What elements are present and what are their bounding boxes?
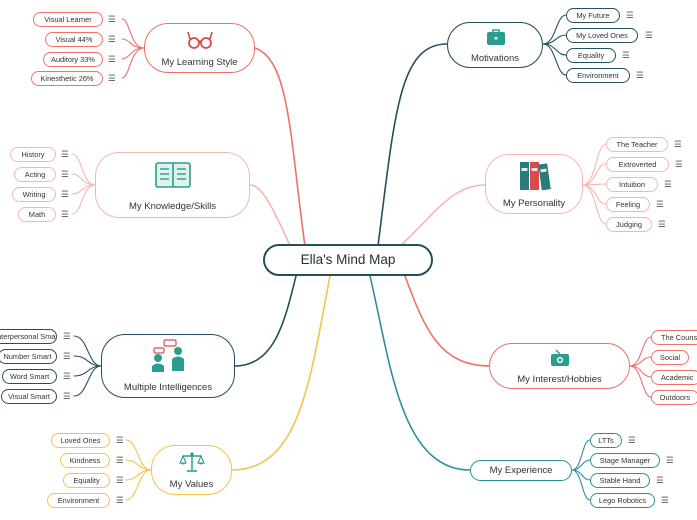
leaf-social[interactable]: Social	[651, 350, 689, 365]
leaf-equality[interactable]: Equality	[566, 48, 616, 63]
connector-intelligences	[234, 275, 297, 367]
menu-icon[interactable]: ☰	[645, 30, 653, 40]
branch-my-experience[interactable]: My Experience	[470, 460, 572, 481]
branch-my-personality[interactable]: My Personality	[485, 154, 583, 214]
leaf-interpersonal-smart[interactable]: Interpersonal Smart	[0, 329, 57, 344]
briefcase-icon	[487, 29, 505, 45]
leaf-judging[interactable]: Judging	[606, 217, 652, 232]
menu-icon[interactable]: ☰	[666, 455, 674, 465]
menu-icon[interactable]: ☰	[63, 371, 71, 381]
leaf-environment[interactable]: Environment	[566, 68, 630, 83]
connector-learning	[254, 47, 306, 247]
leaf-loved-ones[interactable]: Loved Ones	[51, 433, 110, 448]
menu-icon[interactable]: ☰	[656, 475, 664, 485]
menu-icon[interactable]: ☰	[108, 73, 116, 83]
branch-my-values[interactable]: My Values	[151, 445, 232, 495]
leaf-equality[interactable]: Equality	[63, 473, 110, 488]
leaf-visual-smart[interactable]: Visual Smart	[1, 389, 57, 404]
menu-icon[interactable]: ☰	[63, 391, 71, 401]
connector-motivations	[377, 43, 448, 247]
leaf-history[interactable]: History	[10, 147, 56, 162]
leaf-math[interactable]: Math	[18, 207, 56, 222]
menu-icon[interactable]: ☰	[108, 14, 116, 24]
menu-icon[interactable]: ☰	[675, 159, 683, 169]
menu-icon[interactable]: ☰	[61, 169, 69, 179]
leaf-extroverted[interactable]: Extroverted	[606, 157, 669, 172]
menu-icon[interactable]: ☰	[61, 149, 69, 159]
leaf-my-future[interactable]: My Future	[566, 8, 620, 23]
leaf-environment[interactable]: Environment	[47, 493, 110, 508]
menu-icon[interactable]: ☰	[658, 219, 666, 229]
branch-motivations[interactable]: Motivations	[447, 22, 543, 68]
branch-interest-hobbies[interactable]: My Interest/Hobbies	[489, 343, 630, 389]
leaf-my-loved-ones[interactable]: My Loved Ones	[566, 28, 638, 43]
menu-icon[interactable]: ☰	[636, 70, 644, 80]
leaf-auditory-33[interactable]: Auditory 33%	[43, 52, 103, 67]
glasses-icon	[187, 31, 213, 49]
binders-icon	[520, 162, 551, 191]
menu-icon[interactable]: ☰	[108, 34, 116, 44]
branch-title: My Interest/Hobbies	[517, 374, 602, 385]
branch-title: Multiple Intelligences	[123, 382, 213, 393]
leaf-word-smart[interactable]: Word Smart	[2, 369, 57, 384]
people-talking-icon	[152, 339, 184, 372]
leaf-feeling[interactable]: Feeling	[606, 197, 650, 212]
notebook-icon	[155, 162, 191, 188]
menu-icon[interactable]: ☰	[622, 50, 630, 60]
leaf-stable-hand[interactable]: Stable Hand	[590, 473, 650, 488]
menu-icon[interactable]: ☰	[61, 189, 69, 199]
leaf-kinesthetic-26[interactable]: Kinesthetic 26%	[31, 71, 103, 86]
leaf-academic[interactable]: Academic	[651, 370, 697, 385]
menu-icon[interactable]: ☰	[656, 199, 664, 209]
branch-multiple-intelligences[interactable]: Multiple Intelligences	[101, 334, 235, 398]
connector-interests	[404, 275, 491, 367]
menu-icon[interactable]: ☰	[108, 54, 116, 64]
branch-title: My Learning Style	[161, 57, 238, 68]
branch-title: Motivations	[470, 53, 520, 64]
radio-icon	[551, 349, 569, 366]
leaf-stage-manager[interactable]: Stage Manager	[590, 453, 660, 468]
connector-values	[231, 275, 331, 471]
leaf-lego-robotics[interactable]: Lego Robotics	[590, 493, 655, 508]
leaf-visual-44[interactable]: Visual 44%	[45, 32, 103, 47]
branch-title: My Experience	[489, 465, 553, 476]
connector-personality	[399, 184, 486, 247]
menu-icon[interactable]: ☰	[661, 495, 669, 505]
leaf-ltts[interactable]: LTTs	[590, 433, 622, 448]
leaf-writing[interactable]: Writing	[12, 187, 56, 202]
menu-icon[interactable]: ☰	[61, 209, 69, 219]
branch-knowledge-skills[interactable]: My Knowledge/Skills	[95, 152, 250, 218]
menu-icon[interactable]: ☰	[116, 495, 124, 505]
connector-experience	[369, 275, 471, 471]
leaf-the-counselor[interactable]: The Counselor	[651, 330, 697, 345]
central-topic[interactable]: Ella's Mind Map	[263, 244, 433, 276]
leaf-the-teacher[interactable]: The Teacher	[606, 137, 668, 152]
menu-icon[interactable]: ☰	[628, 435, 636, 445]
branch-title: My Knowledge/Skills	[128, 201, 217, 212]
leaf-visual-learner[interactable]: Visual Learner	[33, 12, 103, 27]
menu-icon[interactable]: ☰	[626, 10, 634, 20]
menu-icon[interactable]: ☰	[664, 179, 672, 189]
menu-icon[interactable]: ☰	[116, 455, 124, 465]
leaf-acting[interactable]: Acting	[14, 167, 56, 182]
leaf-outdoors[interactable]: Outdoors	[651, 390, 697, 405]
connector-knowledge	[249, 184, 291, 247]
leaf-intuition[interactable]: Intuition	[606, 177, 658, 192]
menu-icon[interactable]: ☰	[63, 331, 71, 341]
leaf-kindness[interactable]: Kindness	[60, 453, 110, 468]
menu-icon[interactable]: ☰	[116, 435, 124, 445]
branch-title: My Values	[169, 479, 214, 490]
menu-icon[interactable]: ☰	[116, 475, 124, 485]
scales-icon	[179, 452, 205, 472]
menu-icon[interactable]: ☰	[63, 351, 71, 361]
branch-learning-style[interactable]: My Learning Style	[144, 23, 255, 73]
branch-title: My Personality	[502, 198, 566, 209]
leaf-number-smart[interactable]: Number Smart	[0, 349, 57, 364]
menu-icon[interactable]: ☰	[674, 139, 682, 149]
